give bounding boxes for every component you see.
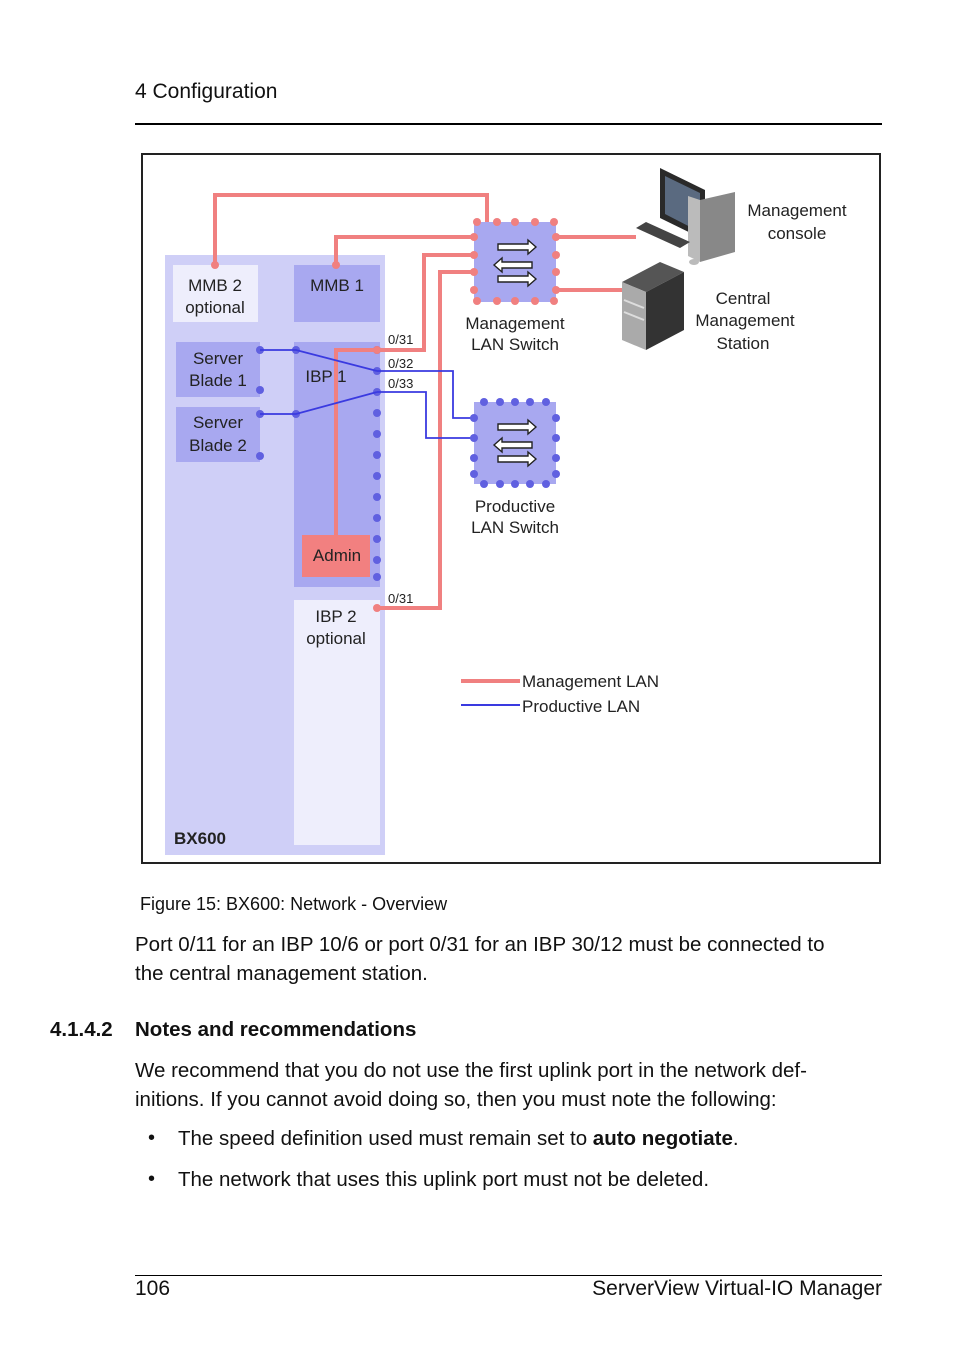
chapter-header: 4 Configuration bbox=[135, 80, 278, 103]
port-031b-dot bbox=[373, 604, 381, 612]
server-blade-1-box bbox=[176, 342, 260, 397]
paragraph-2-line-2: initions. If you cannot avoid doing so, … bbox=[135, 1088, 777, 1111]
mmb1-box bbox=[294, 265, 380, 322]
mmb2-label-1: MMB 2 bbox=[188, 276, 242, 295]
footer-title: ServerView Virtual-IO Manager bbox=[592, 1277, 882, 1300]
port-031-dot bbox=[373, 346, 381, 354]
legend-management-label: Management LAN bbox=[522, 672, 659, 691]
paragraph-2-line-1: We recommend that you do not use the fir… bbox=[135, 1059, 807, 1082]
mmb2-box bbox=[173, 265, 258, 322]
prod-switch-label-1: Productive bbox=[475, 497, 555, 516]
legend-productive-label: Productive LAN bbox=[522, 697, 640, 716]
management-lan-lines bbox=[213, 193, 636, 610]
ibp2-box bbox=[294, 600, 380, 845]
mmb2-port bbox=[211, 261, 219, 269]
mgmt-switch-label-2: LAN Switch bbox=[471, 335, 559, 354]
mmb2-label-2: optional bbox=[185, 298, 245, 317]
central-station-icon bbox=[622, 262, 684, 350]
mgmt-console-label-1: Management bbox=[747, 201, 847, 220]
bullet-1: The speed definition used must remain se… bbox=[178, 1127, 739, 1151]
section-title: Notes and recommendations bbox=[135, 1018, 417, 1041]
figure-caption: Figure 15: BX600: Network - Overview bbox=[140, 894, 448, 914]
mgmt-switch-label-1: Management bbox=[465, 314, 565, 333]
prod-switch-label-2: LAN Switch bbox=[471, 518, 559, 537]
header-rule bbox=[135, 123, 882, 125]
bullet-dot-2: • bbox=[148, 1168, 156, 1190]
server-blade-2-label-2: Blade 2 bbox=[189, 436, 247, 455]
page-number: 106 bbox=[135, 1277, 171, 1300]
mmb1-port bbox=[332, 261, 340, 269]
port-032-label: 0/32 bbox=[388, 356, 413, 371]
section-number: 4.1.4.2 bbox=[50, 1018, 113, 1041]
mmb1-label: MMB 1 bbox=[310, 276, 364, 295]
bullet-2: The network that uses this uplink port m… bbox=[178, 1168, 710, 1191]
paragraph-1-line-2: the central management station. bbox=[135, 962, 428, 985]
productive-lan-lines bbox=[260, 349, 474, 439]
productive-switch bbox=[470, 398, 560, 488]
central-station-label-2: Management bbox=[695, 311, 795, 330]
footer-rule bbox=[135, 1275, 882, 1276]
central-station-label-1: Central bbox=[716, 289, 771, 308]
management-console-icon bbox=[636, 168, 735, 265]
server-blade-2-label-1: Server bbox=[193, 413, 243, 432]
bullet-1-bold: auto negotiate bbox=[592, 1127, 733, 1150]
bx600-label: BX600 bbox=[174, 829, 226, 848]
management-switch bbox=[470, 218, 560, 305]
admin-box bbox=[302, 535, 370, 577]
ibp1-label: IBP 1 bbox=[305, 367, 346, 386]
port-033-label: 0/33 bbox=[388, 376, 413, 391]
port-031-label: 0/31 bbox=[388, 332, 413, 347]
bullet-dot-1: • bbox=[148, 1127, 156, 1149]
server-blade-2-box bbox=[176, 407, 260, 462]
ibp2-label-1: IBP 2 bbox=[315, 607, 356, 626]
paragraph-1: Port 0/11 for an IBP 10/6 or port 0/31 f… bbox=[135, 930, 895, 988]
mgmt-console-label-2: console bbox=[768, 224, 827, 243]
central-station-label-3: Station bbox=[717, 334, 770, 353]
figure-frame bbox=[141, 153, 881, 864]
server-blade-1-label-2: Blade 1 bbox=[189, 371, 247, 390]
bullet-1-text: The speed definition used must remain se… bbox=[178, 1127, 593, 1150]
paragraph-2: We recommend that you do not use the fir… bbox=[135, 1056, 895, 1114]
server-blade-1-label-1: Server bbox=[193, 349, 243, 368]
ibp2-label-2: optional bbox=[306, 629, 366, 648]
network-diagram: MMB 2 optional MMB 1 Server Blade 1 Serv… bbox=[165, 168, 847, 855]
bullet-1-end: . bbox=[732, 1127, 739, 1150]
admin-label: Admin bbox=[313, 546, 361, 565]
paragraph-1-line-1: Port 0/11 for an IBP 10/6 or port 0/31 f… bbox=[135, 933, 825, 956]
port-031b-label: 0/31 bbox=[388, 591, 413, 606]
